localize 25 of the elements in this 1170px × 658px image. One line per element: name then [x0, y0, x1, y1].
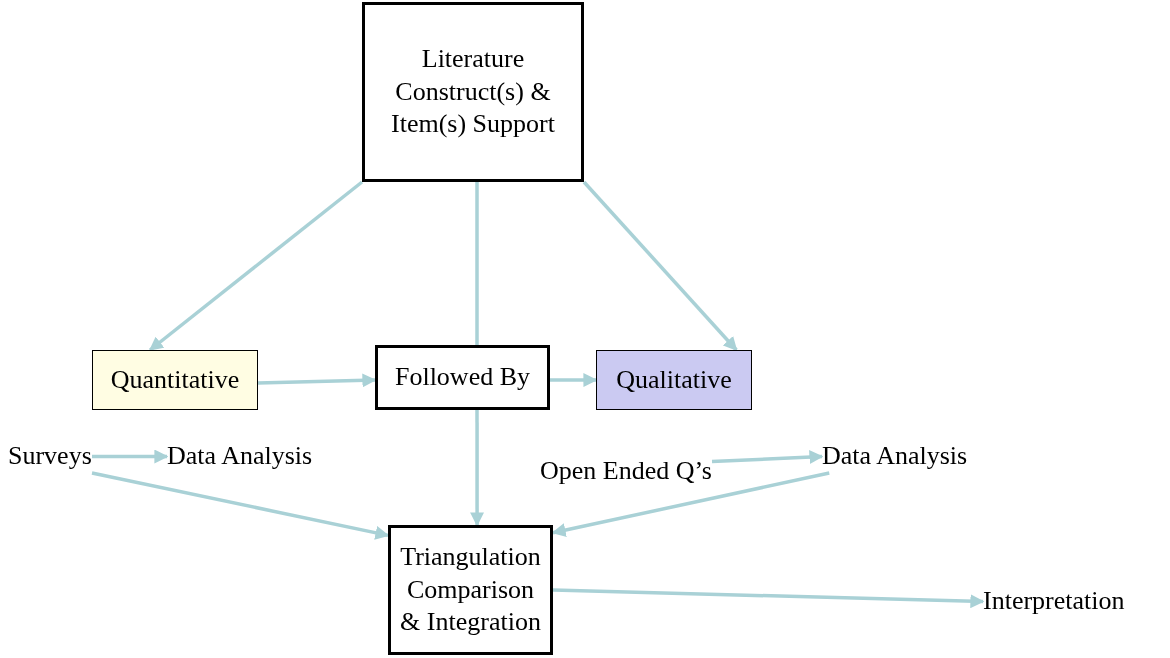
process-box [375, 345, 550, 410]
node-text: Surveys [8, 440, 92, 473]
process-box [596, 350, 752, 410]
arrow [92, 449, 169, 464]
process-box [388, 525, 553, 655]
arrow [551, 471, 830, 537]
arrow [257, 373, 377, 388]
arrow [711, 450, 824, 465]
arrow [91, 471, 390, 540]
arrow [149, 180, 364, 352]
arrow [550, 373, 598, 388]
node-text: Open Ended Q’s [540, 455, 712, 488]
process-box [362, 2, 584, 182]
node-text: Interpretation [983, 585, 1125, 618]
arrow [470, 410, 485, 527]
box-label: Followed By [394, 361, 531, 394]
box-label: Quantitative [110, 363, 240, 396]
box-label: Literature Construct(s) & Item(s) Support [390, 43, 556, 141]
arrow [552, 588, 985, 609]
arrow [582, 180, 738, 352]
node-text: Data Analysis [822, 440, 968, 473]
box-label: Triangulation Comparison & Integration [399, 541, 542, 639]
box-label: Qualitative [616, 363, 732, 396]
node-text: Data Analysis [167, 440, 313, 473]
process-box [92, 350, 258, 410]
